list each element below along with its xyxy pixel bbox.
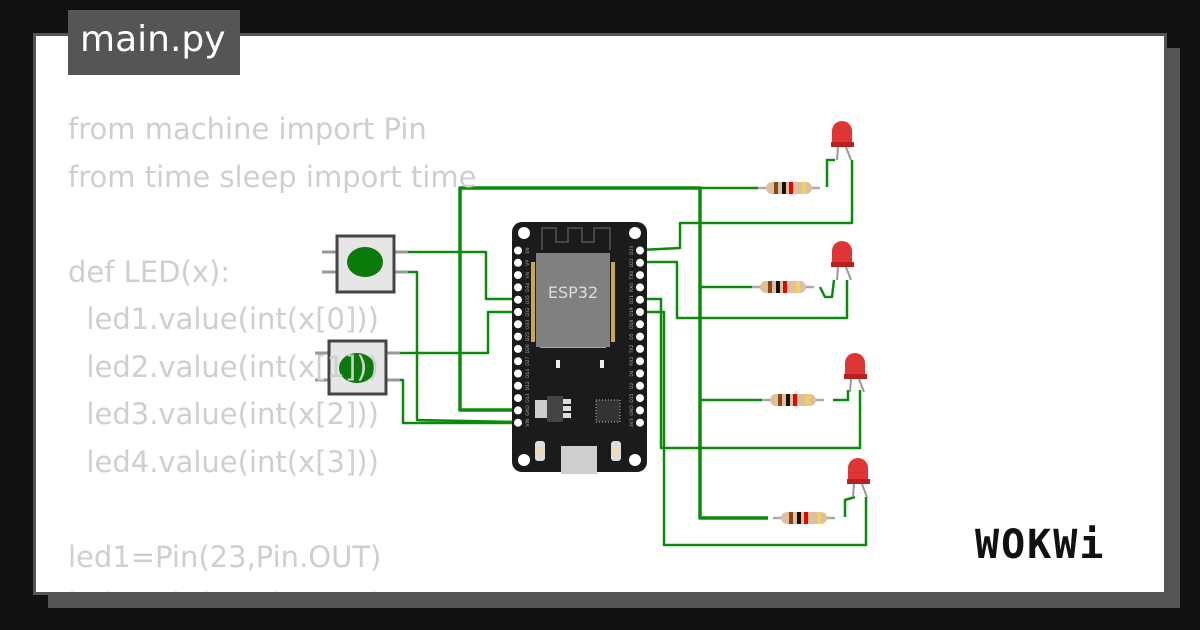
pin-label: EN xyxy=(525,247,531,253)
wire xyxy=(639,160,854,252)
pin-RX2[interactable] xyxy=(636,357,644,366)
pushbutton-2[interactable] xyxy=(315,339,400,396)
pin-TX2[interactable] xyxy=(636,344,644,353)
pin-label: D15 xyxy=(629,393,635,402)
pin-D34[interactable] xyxy=(514,283,522,292)
pin-label: D22 xyxy=(629,258,635,267)
pin-D21[interactable] xyxy=(636,295,644,304)
resistor[interactable] xyxy=(758,182,820,194)
pin-D4[interactable] xyxy=(636,369,644,378)
pin-D35[interactable] xyxy=(514,295,522,304)
pin-label: D19 xyxy=(629,307,635,316)
pin-label: D34 xyxy=(525,283,531,292)
pin-EN[interactable] xyxy=(514,246,522,255)
resistor[interactable] xyxy=(773,512,835,524)
esp32-chip xyxy=(536,253,610,347)
led-red[interactable] xyxy=(831,241,854,281)
pin-label: TX2 xyxy=(629,344,635,354)
pin-label: D4 xyxy=(629,370,635,376)
wire xyxy=(833,390,850,402)
pin-TX0[interactable] xyxy=(636,271,644,280)
pin-D13[interactable] xyxy=(514,394,522,403)
resistor[interactable] xyxy=(752,281,814,293)
pin-D14[interactable] xyxy=(514,369,522,378)
pin-D33[interactable] xyxy=(514,320,522,329)
pin-label: D33 xyxy=(525,320,531,329)
pin-GND[interactable] xyxy=(636,406,644,415)
wire xyxy=(640,310,868,547)
pin-label: GND xyxy=(525,405,531,416)
pin-label: D2 xyxy=(629,382,635,388)
pin-label: D12 xyxy=(525,381,531,390)
wire xyxy=(640,297,862,450)
wire xyxy=(398,378,518,425)
wire xyxy=(825,158,835,187)
file-tab: main.py xyxy=(68,10,240,75)
pin-label: VN xyxy=(525,272,531,278)
wire xyxy=(818,279,836,299)
pin-D22[interactable] xyxy=(636,258,644,267)
pin-VIN[interactable] xyxy=(514,418,522,427)
pin-D12[interactable] xyxy=(514,381,522,390)
pin-label: GND xyxy=(629,405,635,416)
pin-label: D14 xyxy=(525,369,531,378)
led-red[interactable] xyxy=(844,353,867,393)
pin-label: D21 xyxy=(629,295,635,304)
resistor[interactable] xyxy=(762,394,824,406)
pin-label: D13 xyxy=(525,393,531,402)
pin-label: RX2 xyxy=(629,357,635,366)
pin-D18[interactable] xyxy=(636,320,644,329)
esp32-label: ESP32 xyxy=(548,283,598,302)
pin-VP[interactable] xyxy=(514,258,522,267)
pin-label: TX0 xyxy=(629,271,635,281)
pin-label: D27 xyxy=(525,356,531,365)
pin-D5[interactable] xyxy=(636,332,644,341)
pin-3V3[interactable] xyxy=(636,418,644,427)
wire xyxy=(408,270,519,424)
pin-label: D18 xyxy=(629,320,635,329)
pin-D15[interactable] xyxy=(636,394,644,403)
pin-label: D35 xyxy=(525,295,531,304)
esp32-board[interactable]: ESP32 ENVPVND34D35D32D33D25D26D27D14D12D… xyxy=(512,222,647,474)
pin-label: 3V3 xyxy=(629,418,635,427)
wire xyxy=(408,250,518,301)
pin-label: D5 xyxy=(629,333,635,339)
pin-RX0[interactable] xyxy=(636,283,644,292)
pin-label: VIN xyxy=(525,419,531,427)
pin-label: VP xyxy=(525,260,531,266)
pin-GND[interactable] xyxy=(514,406,522,415)
wire-gnd xyxy=(458,186,768,520)
pin-label: D32 xyxy=(525,307,531,316)
led-red[interactable] xyxy=(831,121,854,161)
wires xyxy=(398,158,868,547)
pin-D23[interactable] xyxy=(636,246,644,255)
pushbutton-1[interactable] xyxy=(322,234,408,294)
pin-D25[interactable] xyxy=(514,332,522,341)
pin-VN[interactable] xyxy=(514,271,522,280)
pin-label: D26 xyxy=(525,344,531,353)
pin-label: D25 xyxy=(525,332,531,341)
led-red[interactable] xyxy=(847,458,870,498)
wire xyxy=(640,260,849,320)
pin-D26[interactable] xyxy=(514,344,522,353)
pin-D2[interactable] xyxy=(636,381,644,390)
wire xyxy=(843,495,856,517)
wire xyxy=(398,310,518,355)
pin-label: D23 xyxy=(629,246,635,255)
wokwi-logo: WOKWi xyxy=(975,522,1106,568)
pin-D27[interactable] xyxy=(514,357,522,366)
pin-D32[interactable] xyxy=(514,308,522,316)
pin-D19[interactable] xyxy=(636,308,644,316)
pin-label: RX0 xyxy=(629,283,635,292)
